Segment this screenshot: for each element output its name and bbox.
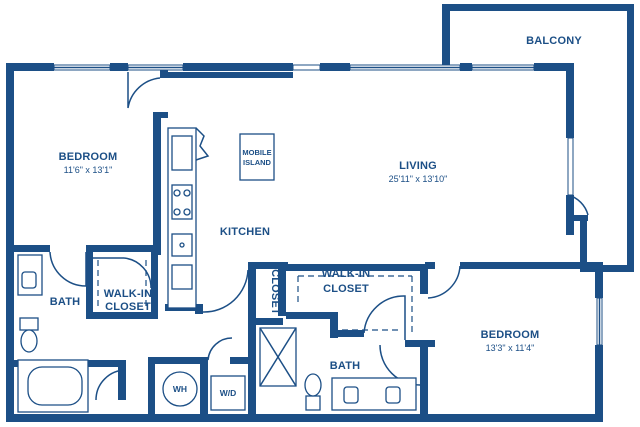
bedroom-1-label: BEDROOM (59, 151, 118, 163)
bath-1-label: BATH (50, 296, 81, 308)
bath-2-label: BATH (330, 360, 361, 372)
mobile-island-label-line2: ISLAND (243, 158, 272, 167)
living-dimensions: 25'11" x 13'10" (389, 174, 448, 184)
kitchen-fixtures (167, 127, 275, 309)
water-heater-label: WH (173, 384, 187, 394)
water-heater (162, 371, 198, 407)
washer-dryer-label: W/D (220, 388, 237, 398)
bath-2-fixtures (259, 327, 417, 411)
laundry (162, 371, 246, 411)
windows (53, 64, 603, 346)
mobile-island (239, 133, 275, 181)
washer-dryer (210, 375, 246, 411)
bedroom-2-label: BEDROOM (481, 329, 540, 341)
walk-in-closet-2-line2: CLOSET (323, 283, 369, 295)
bath-1-fixtures (17, 254, 89, 413)
balcony-label: BALCONY (526, 35, 582, 47)
walk-in-closet-1-line1: WALK-IN (104, 288, 152, 300)
walk-in-closet-1-line2: CLOSET (105, 301, 151, 313)
doors (49, 72, 589, 401)
walk-in-closet-2-line1: WALK-IN (322, 268, 370, 280)
mobile-island-label-line1: MOBILE (242, 148, 271, 157)
living-label: LIVING (399, 160, 437, 172)
bedroom-2-dimensions: 13'3" x 11'4" (486, 343, 535, 353)
labels: BALCONY BEDROOM 11'6" x 13'1" LIVING 25'… (50, 35, 582, 398)
bedroom-1-dimensions: 11'6" x 13'1" (64, 165, 113, 175)
closet-rods (97, 260, 413, 334)
kitchen-label: KITCHEN (220, 226, 270, 238)
closet-label: CLOSET (269, 269, 281, 315)
